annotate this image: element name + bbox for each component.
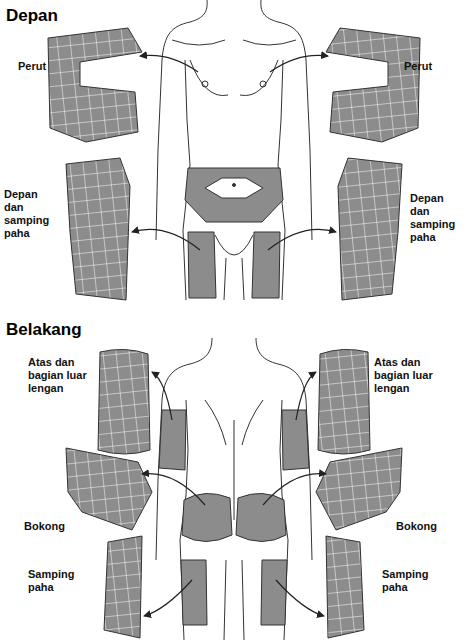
site-label: Bokong	[396, 520, 437, 533]
site-label: Atas dan bagian luar lengan	[28, 356, 94, 395]
site-label: Depan dan samping paha	[410, 192, 464, 244]
site-label: Samping paha	[382, 568, 442, 594]
site-label: Bokong	[24, 520, 65, 533]
section-heading: Depan	[6, 6, 58, 26]
site-label: Perut	[404, 60, 432, 73]
site-label: Atas dan bagian luar lengan	[374, 356, 444, 395]
section-heading: Belakang	[6, 320, 82, 340]
site-label: Samping paha	[28, 568, 88, 594]
site-label: Perut	[18, 60, 46, 73]
site-label: Depan dan samping paha	[4, 188, 52, 240]
